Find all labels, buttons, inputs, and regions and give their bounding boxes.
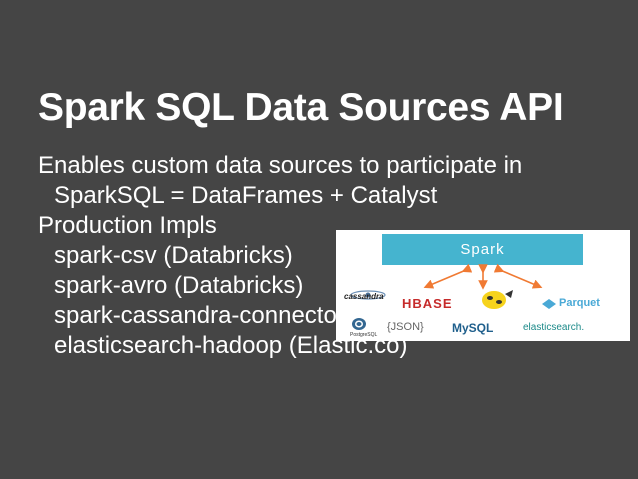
- parquet-icon: [542, 299, 556, 309]
- postgresql-elephant-icon: [352, 318, 366, 330]
- data-sources-diagram: Spark cassandra HBASE Parquet: [336, 230, 630, 341]
- bullet-enables: Enables custom data sources to participa…: [38, 152, 523, 179]
- hbase-logo: HBASE: [402, 296, 453, 311]
- parquet-logo: Parquet: [559, 297, 600, 309]
- mysql-logo: MySQL: [452, 321, 494, 335]
- cassandra-eye-icon: [350, 290, 386, 300]
- postgresql-logo: PostgreSQL: [350, 332, 378, 338]
- slide-title: Spark SQL Data Sources API: [38, 86, 564, 129]
- cassandra-logo: cassandra: [344, 292, 384, 301]
- bullet-sparksql: SparkSQL = DataFrames + Catalyst: [54, 182, 438, 209]
- json-logo: {JSON}: [387, 321, 424, 333]
- spark-box: Spark: [382, 234, 583, 265]
- hive-logo-icon: [482, 290, 513, 309]
- elasticsearch-logo: elasticsearch.: [523, 322, 585, 333]
- bullet-spark-avro: spark-avro (Databricks): [54, 272, 304, 299]
- arrows-icon: [423, 263, 543, 290]
- bullet-production-impls: Production Impls: [38, 212, 217, 239]
- bullet-spark-csv: spark-csv (Databricks): [54, 242, 293, 269]
